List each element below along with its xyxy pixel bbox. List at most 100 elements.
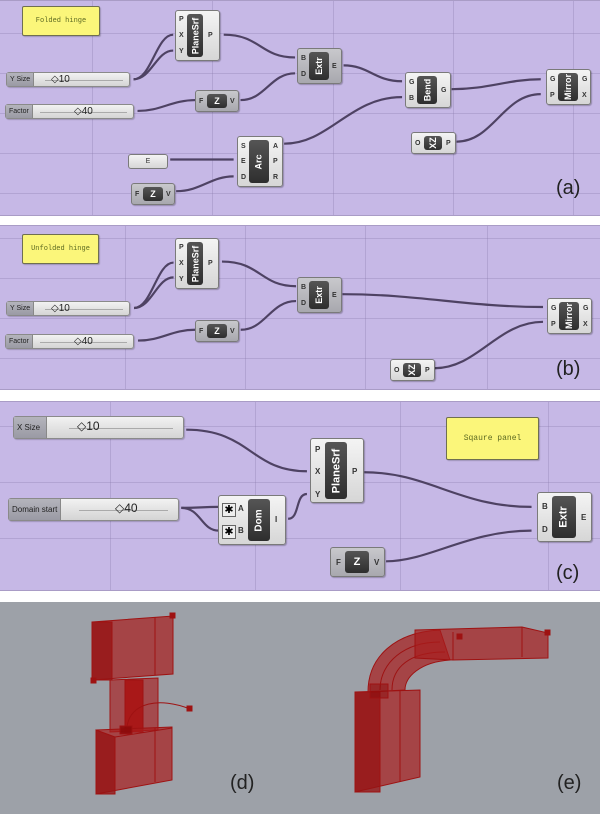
wire [133, 33, 174, 81]
asterisk-icon: ✱ [222, 503, 236, 517]
component-unit-z[interactable]: F Z V [330, 547, 385, 577]
note-text: Unfolded hinge [31, 245, 90, 253]
output-e[interactable]: E [581, 513, 587, 522]
slider-name: Domain start [9, 499, 62, 520]
output-e[interactable]: E [332, 292, 337, 299]
input-b[interactable]: B [409, 95, 415, 102]
component-planesrf[interactable]: P X Y PlaneSrf P [175, 10, 220, 61]
output-v[interactable]: V [230, 328, 235, 335]
input-x[interactable]: X [315, 467, 321, 476]
input-g[interactable]: G [551, 305, 557, 312]
input-b[interactable]: B [542, 502, 548, 511]
component-arc[interactable]: S E D Arc A P R [237, 136, 283, 187]
component-domain[interactable]: ✱ A ✱ B Dom I [218, 495, 286, 545]
grasshopper-canvas-a[interactable]: Folded hinge Y Size ◇10 Factor ◇40 P X Y… [0, 0, 600, 216]
input-y[interactable]: Y [315, 490, 321, 499]
component-extr[interactable]: B D Extr E [297, 277, 342, 313]
input-d[interactable]: D [301, 300, 307, 307]
component-mirror[interactable]: G P Mirror G X [546, 69, 591, 105]
output-r[interactable]: R [273, 174, 279, 181]
output-p[interactable]: P [425, 367, 430, 374]
slider-y-size[interactable]: Y Size ◇10 [6, 301, 130, 316]
input-y[interactable]: Y [179, 48, 184, 55]
output-v[interactable]: V [374, 558, 380, 567]
component-xz-plane[interactable]: O XZ P [390, 359, 435, 381]
input-s[interactable]: S [241, 143, 246, 150]
slider-name: Factor [6, 105, 33, 118]
output-a[interactable]: A [273, 143, 279, 150]
input-p[interactable]: P [179, 244, 184, 251]
param-e[interactable]: E [128, 154, 168, 169]
output-i[interactable]: I [275, 515, 278, 524]
input-y[interactable]: Y [179, 276, 184, 283]
input-x[interactable]: X [179, 260, 184, 267]
component-extr[interactable]: B D Extr E [537, 492, 592, 542]
note-panel[interactable]: Unfolded hinge [22, 234, 99, 264]
component-unit-z[interactable]: F Z V [195, 90, 239, 112]
wire [434, 320, 544, 370]
input-b[interactable]: B [238, 526, 244, 535]
param-label: E [145, 158, 151, 165]
component-bend[interactable]: G B Bend G [405, 72, 451, 108]
input-d[interactable]: D [301, 71, 307, 78]
slider-factor[interactable]: Factor ◇40 [5, 334, 134, 349]
slider-value[interactable]: ◇10 [51, 74, 70, 85]
output-g[interactable]: G [441, 87, 447, 94]
output-v[interactable]: V [230, 98, 235, 105]
output-x[interactable]: X [583, 321, 588, 328]
input-d[interactable]: D [542, 525, 548, 534]
bent-hinge-model [354, 626, 551, 793]
component-unit-z[interactable]: F Z V [195, 320, 239, 342]
output-p[interactable]: P [352, 467, 358, 476]
component-planesrf[interactable]: P X Y PlaneSrf P [175, 238, 219, 289]
input-g[interactable]: G [409, 79, 415, 86]
output-p[interactable]: P [208, 32, 213, 39]
input-p[interactable]: P [179, 16, 184, 23]
slider-value[interactable]: ◇10 [77, 419, 100, 433]
slider-name: Y Size [7, 302, 35, 315]
input-x[interactable]: X [179, 32, 184, 39]
slider-track [79, 510, 168, 511]
input-f[interactable]: F [199, 98, 204, 105]
slider-y-size[interactable]: Y Size ◇10 [6, 72, 130, 87]
input-b[interactable]: B [301, 284, 307, 291]
input-f[interactable]: F [199, 328, 204, 335]
grasshopper-canvas-c[interactable]: X Size ◇10 Domain start ◇40 ✱ A ✱ B Dom … [0, 401, 600, 591]
slider-value[interactable]: ◇40 [74, 336, 93, 347]
slider-value[interactable]: ◇40 [115, 501, 138, 515]
output-p[interactable]: P [446, 140, 451, 147]
output-p[interactable]: P [208, 260, 213, 267]
input-g[interactable]: G [550, 76, 556, 83]
output-p[interactable]: P [273, 158, 278, 165]
note-panel[interactable]: Sqaure panel [446, 417, 539, 460]
slider-value[interactable]: ◇10 [51, 303, 70, 314]
input-b[interactable]: B [301, 55, 307, 62]
input-e[interactable]: E [241, 158, 246, 165]
input-o[interactable]: O [394, 367, 400, 374]
output-e[interactable]: E [332, 63, 337, 70]
slider-value[interactable]: ◇40 [74, 106, 93, 117]
input-o[interactable]: O [415, 140, 421, 147]
output-v[interactable]: V [166, 191, 171, 198]
component-planesrf[interactable]: P X Y PlaneSrf P [310, 438, 364, 503]
component-xz-plane[interactable]: O XZ P [411, 132, 456, 154]
input-f[interactable]: F [336, 558, 341, 567]
input-p[interactable]: P [315, 445, 321, 454]
input-f[interactable]: F [135, 191, 140, 198]
component-unit-z[interactable]: F Z V [131, 183, 175, 205]
note-panel[interactable]: Folded hinge [22, 6, 100, 36]
input-d[interactable]: D [241, 174, 247, 181]
rhino-viewport[interactable]: (d) (e) [0, 602, 600, 814]
output-x[interactable]: X [582, 92, 587, 99]
input-p[interactable]: P [551, 321, 556, 328]
input-p[interactable]: P [550, 92, 555, 99]
grasshopper-canvas-b[interactable]: Unfolded hinge Y Size ◇10 Factor ◇40 P X… [0, 225, 600, 390]
slider-factor[interactable]: Factor ◇40 [5, 104, 134, 119]
input-a[interactable]: A [238, 504, 244, 513]
component-extr[interactable]: B D Extr E [297, 48, 342, 84]
slider-domain-start[interactable]: Domain start ◇40 [8, 498, 179, 521]
output-g[interactable]: G [583, 305, 589, 312]
component-mirror[interactable]: G P Mirror G X [547, 298, 592, 334]
output-g[interactable]: G [582, 76, 588, 83]
slider-x-size[interactable]: X Size ◇10 [13, 416, 184, 439]
